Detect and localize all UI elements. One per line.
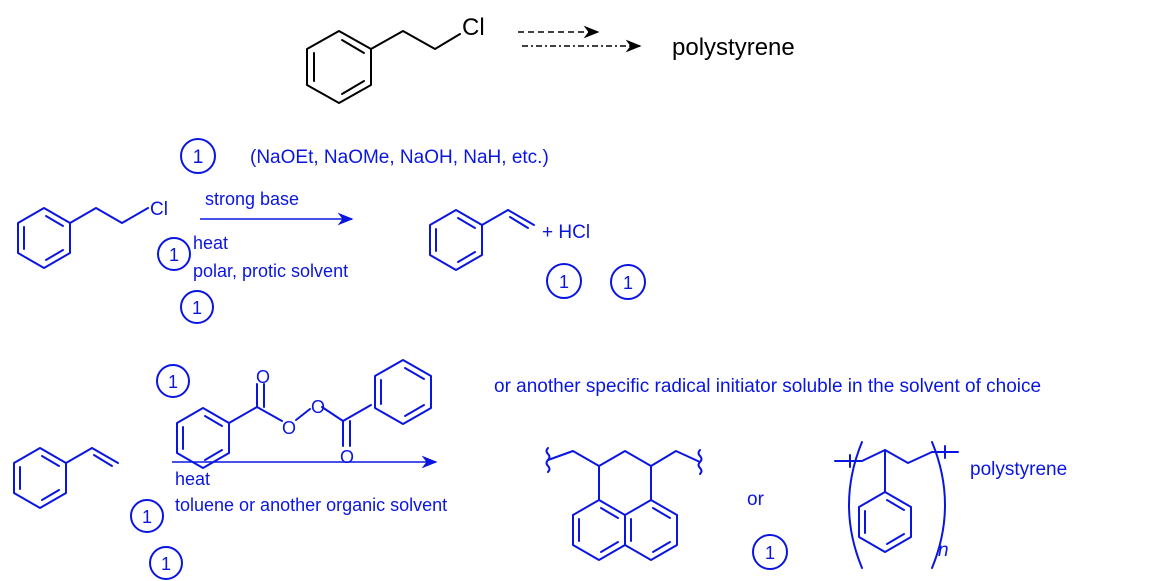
polystyrene-repeat-unit [834,441,959,569]
styrene-reactant [13,447,119,509]
circle-marker [752,534,788,570]
condition-solvent: polar, protic solvent [193,261,348,281]
condition-heat: heat [193,233,228,253]
polystyrene-fragment [545,447,703,561]
circle-marker-label: 1 [193,147,204,168]
oxygen-label: O [340,447,354,467]
or-label: or [747,489,765,510]
circle-marker [130,499,164,533]
circle-marker-label: 1 [161,554,171,574]
circle-marker-label: 1 [623,273,633,293]
circle-marker [180,290,214,324]
circle-marker [180,138,216,174]
circle-marker-label: 1 [765,543,775,563]
subscript-n: n [938,540,949,561]
oxygen-label: O [282,418,296,438]
benzoyl-peroxide [176,359,432,469]
reagent-strong-base: strong base [205,189,299,209]
chlorine-label-top: Cl [462,14,485,41]
oxygen-label: O [256,367,270,387]
circle-marker-label: 1 [559,272,569,292]
base-examples: (NaOEt, NaOMe, NaOH, NaH, etc.) [250,147,549,168]
polymer-label: polystyrene [970,459,1067,480]
styrene [429,209,535,271]
chloroethylbenzene [17,207,149,269]
condition-solvent: toluene or another organic solvent [175,495,447,515]
circle-marker-label: 1 [142,507,152,527]
circle-marker [546,263,582,299]
chlorine-label: Cl [150,199,168,220]
plus-hcl: + HCl [542,222,590,243]
circle-marker [149,546,183,580]
circle-marker [157,237,191,271]
circle-marker-label: 1 [169,245,179,265]
chloroethylbenzene-top [306,30,461,104]
circle-marker-label: 1 [192,298,202,318]
product-label-top: polystyrene [672,34,795,61]
circle-marker [610,264,646,300]
initiator-note: or another specific radical initiator so… [494,376,1041,397]
oxygen-label: O [311,397,325,417]
condition-heat: heat [175,469,210,489]
circle-marker [156,364,190,398]
circle-marker-label: 1 [168,372,178,392]
